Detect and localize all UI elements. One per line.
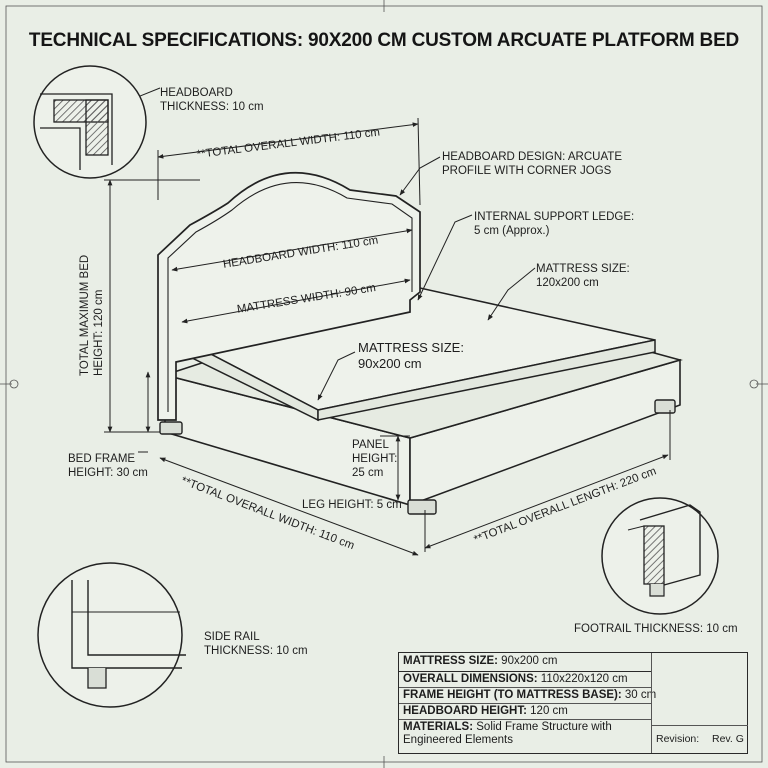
label-headboard-design: HEADBOARD DESIGN: ARCUATE PROFILE WITH C… bbox=[442, 151, 622, 177]
label-side-rail-thickness: SIDE RAIL THICKNESS: 10 cm bbox=[204, 631, 308, 657]
spec-row-overall-dimensions: OVERALL DIMENSIONS: 110x220x120 cm bbox=[399, 672, 651, 688]
spec-row-mattress-size: MATTRESS SIZE: 90x200 cm bbox=[399, 653, 651, 672]
label-panel-height: PANEL HEIGHT: 25 cm bbox=[352, 439, 398, 479]
label-bed-frame-height: BED FRAME HEIGHT: 30 cm bbox=[68, 453, 148, 479]
revision-label: Revision: bbox=[656, 733, 700, 745]
label-total-height: TOTAL MAXIMUM BED HEIGHT: 120 cm bbox=[79, 254, 105, 376]
label-leg-height: LEG HEIGHT: 5 cm bbox=[302, 499, 402, 511]
spec-row-headboard-height: HEADBOARD HEIGHT: 120 cm bbox=[399, 704, 651, 720]
leg-front-right bbox=[654, 399, 676, 414]
detail-headboard-thickness bbox=[33, 65, 147, 179]
dim-total-length bbox=[424, 454, 669, 549]
label-headboard-thickness: HEADBOARD THICKNESS: 10 cm bbox=[160, 87, 264, 113]
headboard-inner-profile bbox=[167, 182, 413, 412]
label-mattress-size-center: MATTRESS SIZE: 90x200 cm bbox=[358, 340, 464, 371]
title-block-revision-area: Revision: Rev. G bbox=[651, 653, 748, 753]
label-internal-ledge: INTERNAL SUPPORT LEDGE: 5 cm (Approx.) bbox=[474, 211, 635, 237]
detail-side-rail bbox=[37, 562, 186, 708]
mattress-front bbox=[317, 339, 656, 421]
leg-front-left bbox=[407, 499, 437, 515]
leg-back-left bbox=[159, 421, 183, 435]
spec-row-frame-height: FRAME HEIGHT (TO MATTRESS BASE): 30 cm bbox=[399, 688, 656, 704]
dim-total-width-top bbox=[157, 122, 419, 159]
detail-footrail bbox=[601, 497, 719, 615]
title-block: MATTRESS SIZE: 90x200 cm OVERALL DIMENSI… bbox=[398, 652, 748, 754]
label-mattress-size-right: MATTRESS SIZE: 120x200 cm bbox=[536, 263, 630, 289]
dim-mattress-width bbox=[181, 278, 411, 324]
revision-cell: Revision: Rev. G bbox=[652, 725, 748, 754]
revision-value: Rev. G bbox=[712, 733, 744, 745]
dimension-lines bbox=[104, 117, 671, 556]
page-title: TECHNICAL SPECIFICATIONS: 90X200 CM CUST… bbox=[28, 30, 740, 51]
title-block-specs: MATTRESS SIZE: 90x200 cm OVERALL DIMENSI… bbox=[399, 653, 656, 748]
label-footrail-thickness: FOOTRAIL THICKNESS: 10 cm bbox=[574, 623, 738, 635]
dim-total-width-bottom bbox=[159, 457, 419, 556]
dim-headboard-width bbox=[171, 228, 413, 272]
